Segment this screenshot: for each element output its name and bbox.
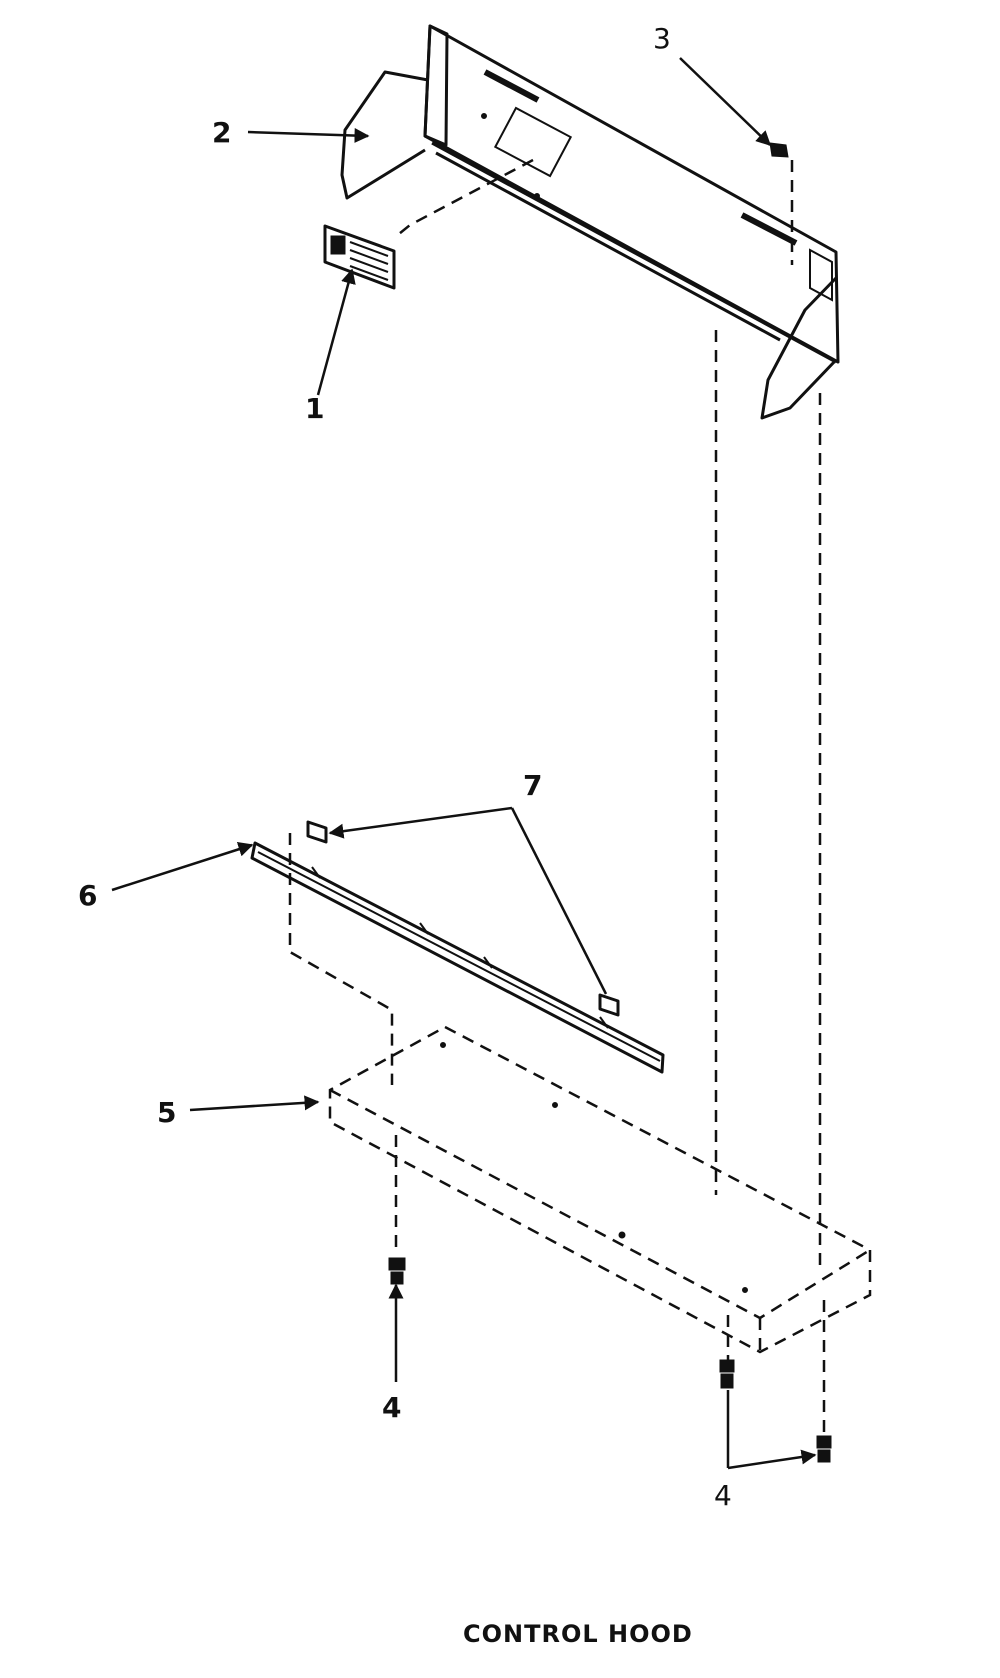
callout-4-right: 4 — [714, 1479, 732, 1512]
screw-right-lower — [816, 1435, 832, 1463]
assembly-lines — [288, 158, 826, 1436]
callout-6: 6 — [78, 879, 97, 912]
clip-part — [769, 142, 789, 158]
control-hood-panel — [340, 24, 840, 420]
bracket-rail — [250, 841, 665, 1074]
diagram-caption: CONTROL HOOD — [463, 1620, 693, 1648]
callout-1: 1 — [305, 392, 324, 425]
screw-right-upper — [719, 1359, 735, 1389]
leader-lines — [111, 57, 817, 1470]
label-plate — [323, 224, 396, 290]
small-clip-lower — [598, 993, 620, 1017]
callout-4-left: 4 — [382, 1391, 401, 1424]
callout-2: 2 — [212, 116, 231, 149]
small-clip-upper — [306, 820, 328, 844]
callout-3: 3 — [653, 22, 671, 55]
callout-5: 5 — [157, 1096, 176, 1129]
base-panel — [328, 1025, 872, 1354]
screw-left — [388, 1257, 406, 1285]
callout-7: 7 — [523, 769, 542, 802]
